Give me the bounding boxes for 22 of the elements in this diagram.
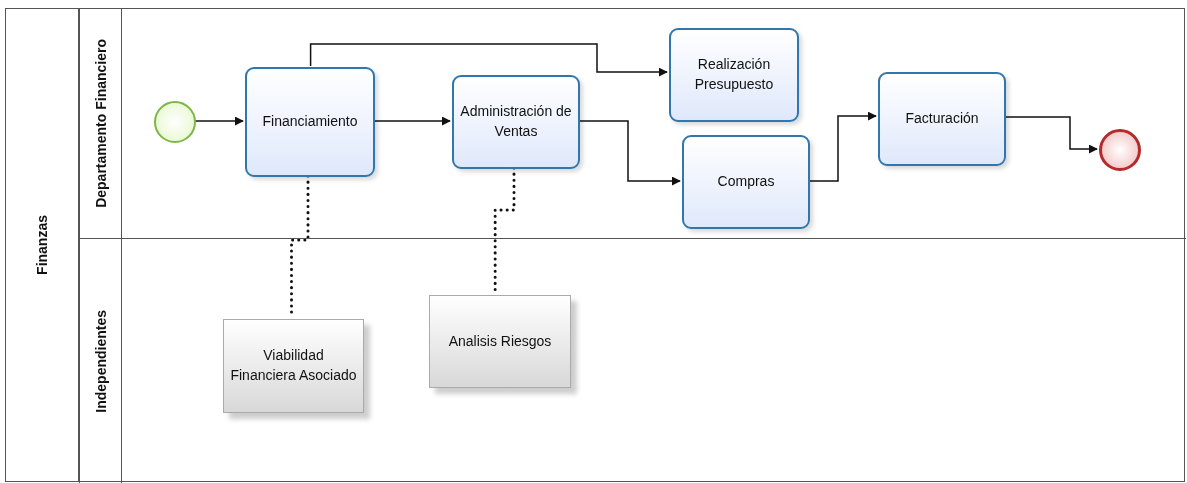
- text-annotation-box: [429, 295, 571, 388]
- swimlane: [79, 238, 1186, 483]
- pool-label: Finanzas: [34, 215, 50, 275]
- start-event-circle: [154, 101, 196, 143]
- task-label: Financiamiento: [262, 112, 358, 132]
- task-box: [878, 72, 1006, 166]
- task-label: Administración de Ventas: [460, 102, 572, 141]
- task-label: Compras: [717, 172, 775, 192]
- task-box: [452, 75, 580, 169]
- pool: [5, 8, 1185, 482]
- task-box: [669, 28, 799, 122]
- annotation-text: Viabilidad Financiera Asociado: [230, 346, 357, 385]
- text-annotation-box: [223, 319, 364, 413]
- task-box: [682, 135, 810, 229]
- sequence-flow-arrow: [309, 43, 668, 77]
- task-label: Realización Presupuesto: [693, 55, 775, 94]
- lane-label: Independientes: [92, 309, 109, 413]
- task-box: [245, 67, 375, 177]
- lane-label: Departamento Financiero: [92, 39, 109, 208]
- task-label: Facturación: [905, 109, 979, 129]
- annotation-text: Analisis Riesgos: [448, 331, 552, 351]
- end-event-circle: [1099, 129, 1141, 171]
